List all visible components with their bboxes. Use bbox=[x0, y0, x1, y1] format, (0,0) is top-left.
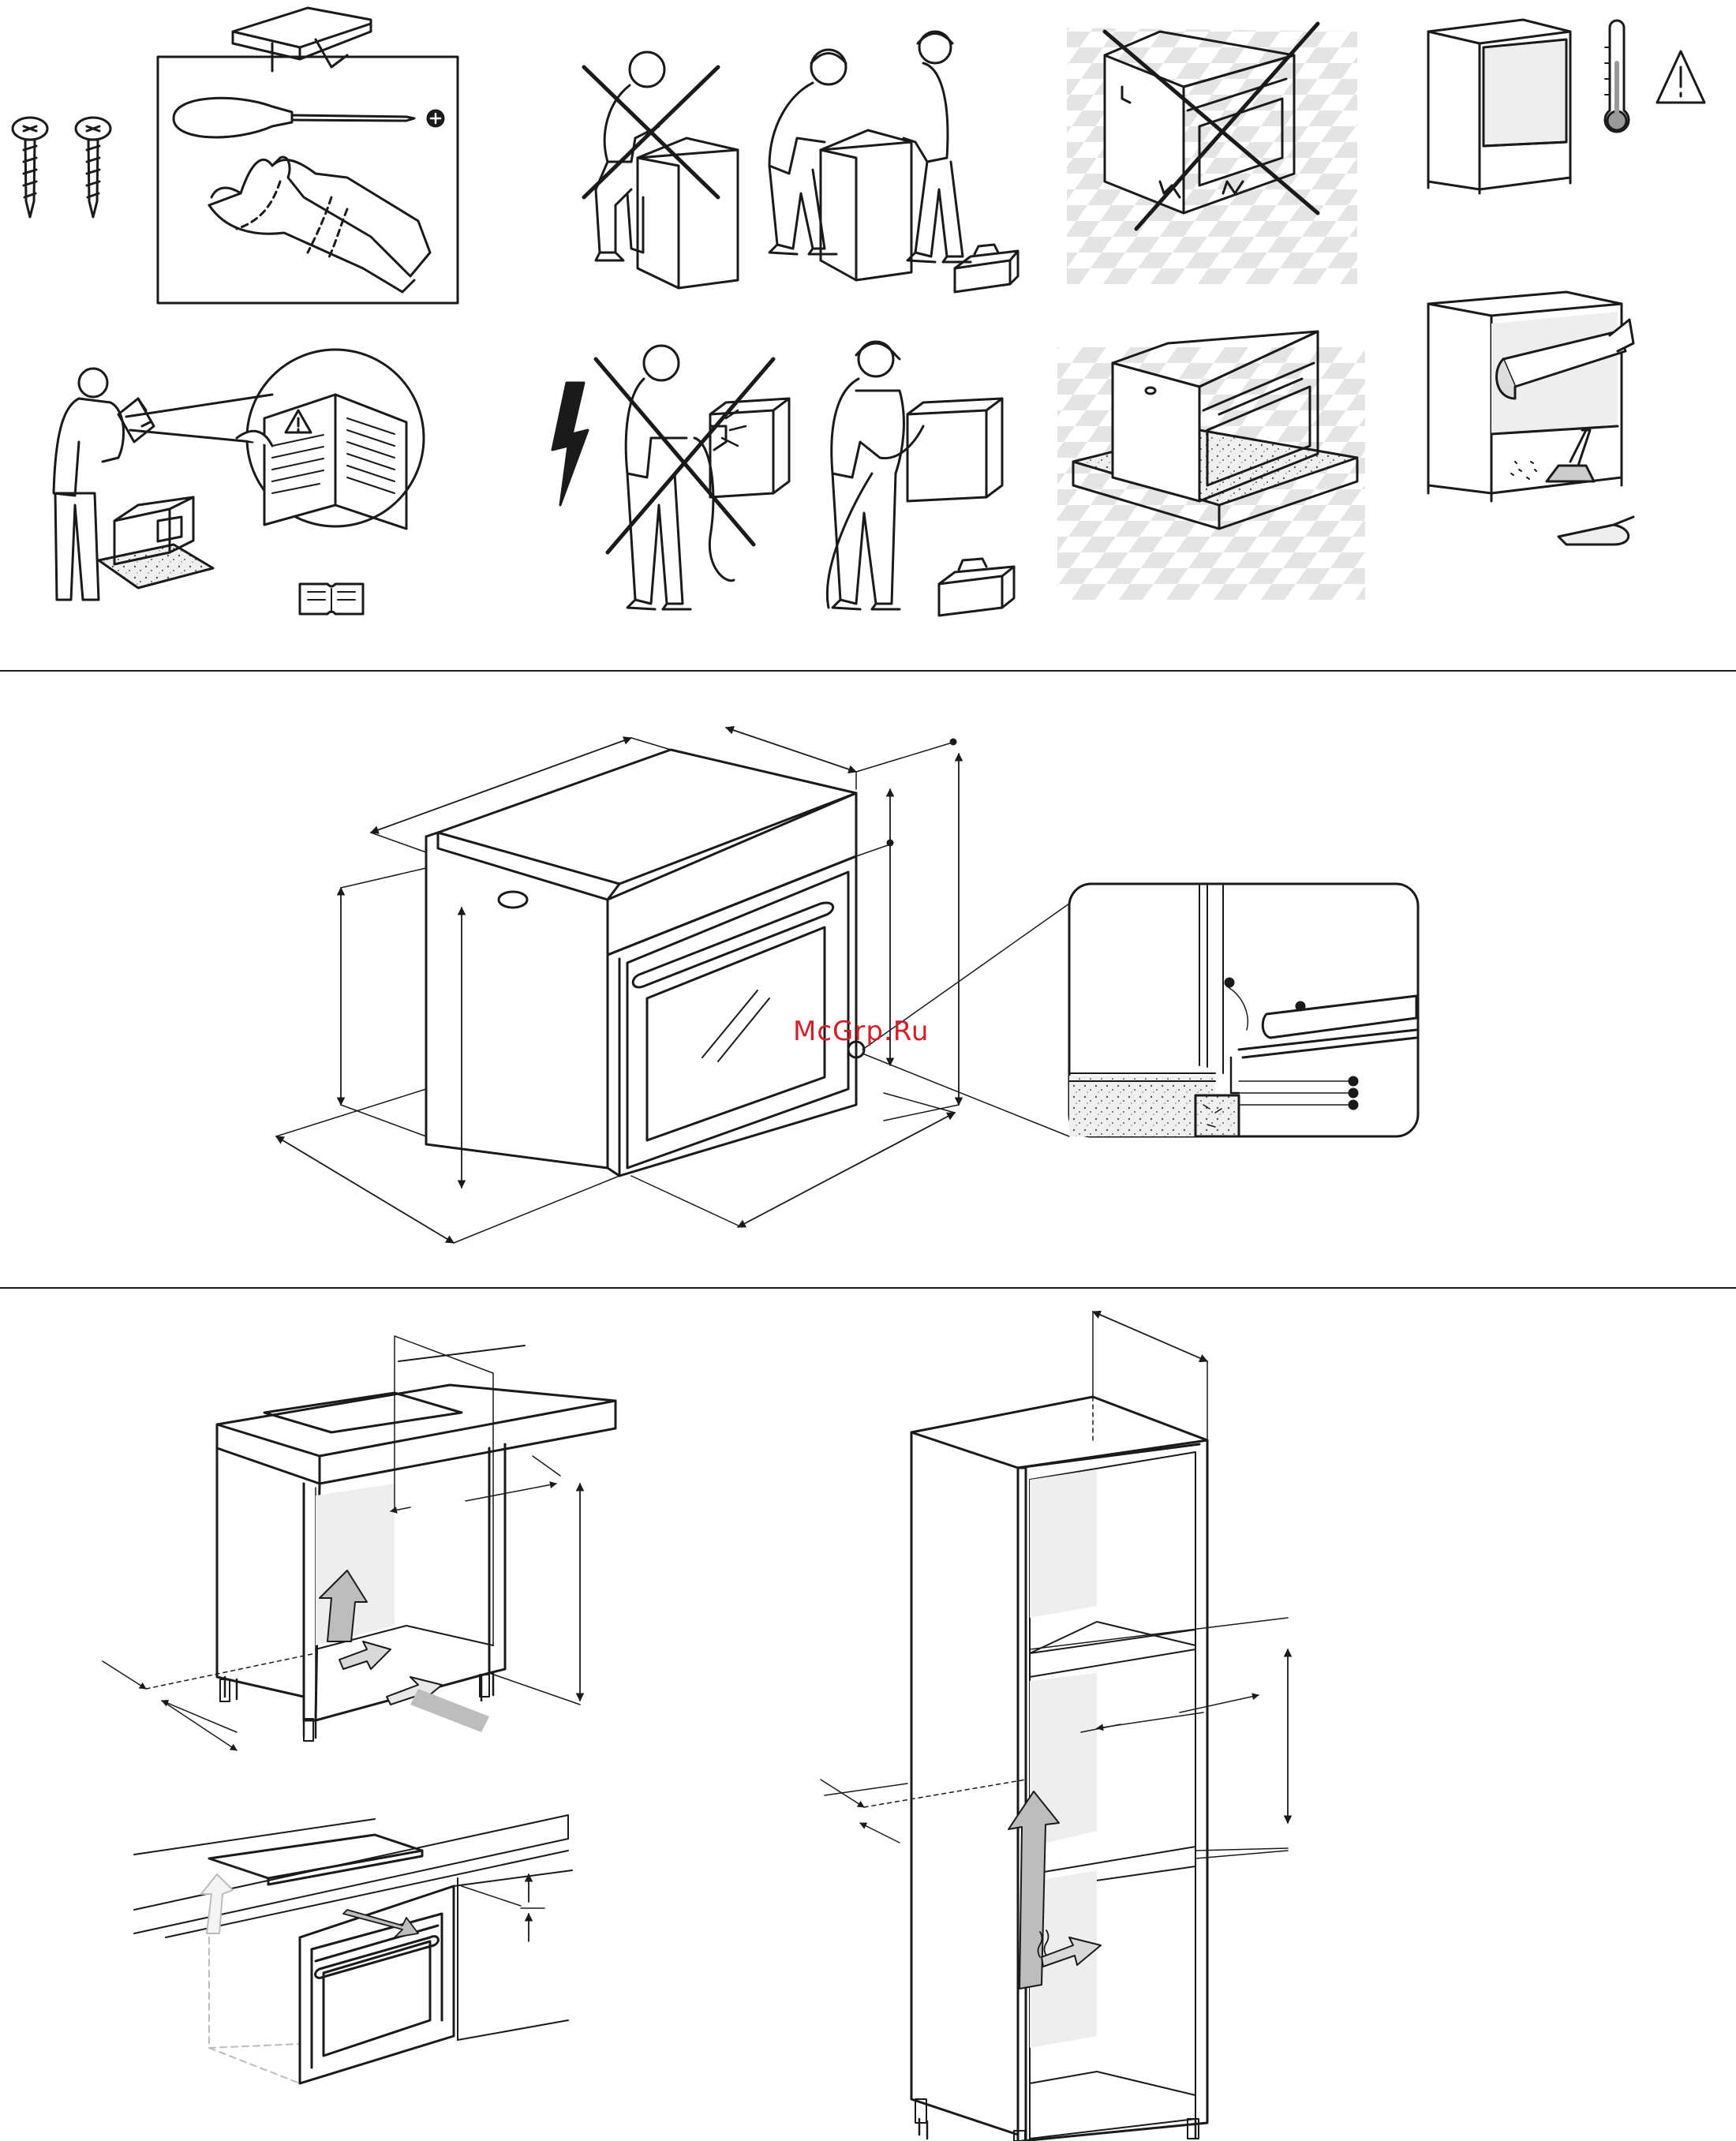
under-counter-cabinet-ventilation bbox=[103, 1336, 615, 1750]
safety-precautions-section bbox=[0, 8, 1736, 671]
toolbox-icon bbox=[233, 8, 371, 71]
gloves-icon bbox=[209, 157, 430, 292]
oven-isometric-dimensions: McGrp.Ru bbox=[276, 728, 1069, 1243]
plus-icon bbox=[428, 110, 443, 126]
oven-on-door-prohibited bbox=[1067, 24, 1357, 284]
under-hob-installation-gap bbox=[134, 1815, 572, 2083]
prohibited-cross-icon bbox=[596, 359, 773, 552]
toolbox-icon bbox=[955, 245, 1018, 292]
oven-on-packaging-small bbox=[99, 497, 213, 588]
screwdriver-icon bbox=[174, 98, 414, 137]
installation-section bbox=[103, 1312, 1288, 2141]
airflow-arrow-icon bbox=[320, 1570, 489, 1732]
oven-vent-hole bbox=[499, 892, 527, 908]
cabinet-heat-resistance bbox=[1428, 20, 1704, 193]
live-wiring-prohibited bbox=[552, 346, 789, 609]
manual-open-book bbox=[237, 395, 406, 529]
dustpan-icon bbox=[1558, 517, 1633, 545]
brush-icon bbox=[1547, 430, 1594, 481]
oven-on-packaging-base bbox=[1057, 331, 1365, 600]
tall-column-cabinet-ventilation bbox=[821, 1312, 1288, 2141]
cabinet-cleaning-after-cutting bbox=[1428, 292, 1633, 545]
warning-triangle-icon bbox=[1657, 51, 1704, 103]
book-icon bbox=[300, 584, 363, 614]
lightning-bolt-icon bbox=[552, 383, 588, 505]
thermometer-icon bbox=[1605, 21, 1629, 132]
single-person-lift-prohibited bbox=[584, 52, 738, 288]
oven-dimensions-section: McGrp.Ru bbox=[0, 728, 1736, 1288]
screw-icon bbox=[76, 118, 110, 217]
screw-icon bbox=[13, 118, 47, 217]
read-manual-panel bbox=[54, 350, 424, 614]
required-tools-panel bbox=[158, 8, 458, 303]
two-person-lift-correct bbox=[769, 32, 1018, 292]
toolbox-icon bbox=[939, 559, 1014, 616]
professional-electrician-correct bbox=[827, 342, 1014, 616]
door-gap-detail-inset bbox=[1069, 884, 1418, 1136]
watermark-text: McGrp.Ru bbox=[793, 1016, 929, 1047]
